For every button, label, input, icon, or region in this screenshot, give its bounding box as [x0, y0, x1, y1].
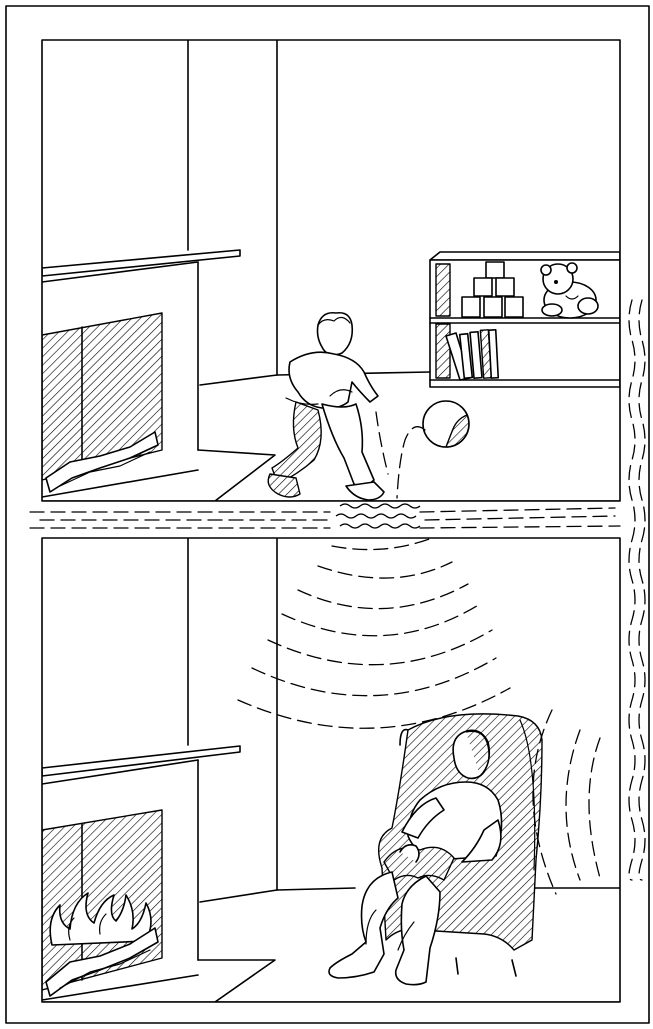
child-head: [318, 313, 353, 355]
chair-leg-right: [512, 960, 516, 976]
sound-waves-wall: [533, 710, 600, 894]
lower-fireplace: [42, 810, 162, 996]
upper-room: [42, 40, 620, 501]
child-torso: [289, 352, 378, 408]
impact-wave-2: [336, 514, 416, 518]
child: [268, 313, 384, 500]
child-leg-left: [272, 402, 321, 484]
lower-room: [42, 538, 620, 1002]
lower-floor-line: [277, 888, 355, 890]
ball-trajectory: [397, 427, 425, 498]
impact-wave-3: [340, 524, 420, 528]
bookshelf: [430, 252, 620, 387]
child-foot-right: [346, 482, 384, 500]
shelf-inner-shadow-bottom: [436, 324, 450, 378]
floor-slab-vibrations: [30, 504, 620, 528]
child-leg-right: [322, 404, 374, 486]
child-foot-left: [268, 474, 300, 497]
ball: [423, 401, 469, 447]
impact-wave-1: [340, 504, 420, 508]
wall-vibrations: [629, 300, 645, 880]
shelf-inner-shadow-top: [436, 264, 450, 316]
upper-fireplace: [42, 313, 162, 492]
sound-waves-ceiling: [238, 538, 510, 728]
chair-leg-mid: [456, 958, 458, 974]
